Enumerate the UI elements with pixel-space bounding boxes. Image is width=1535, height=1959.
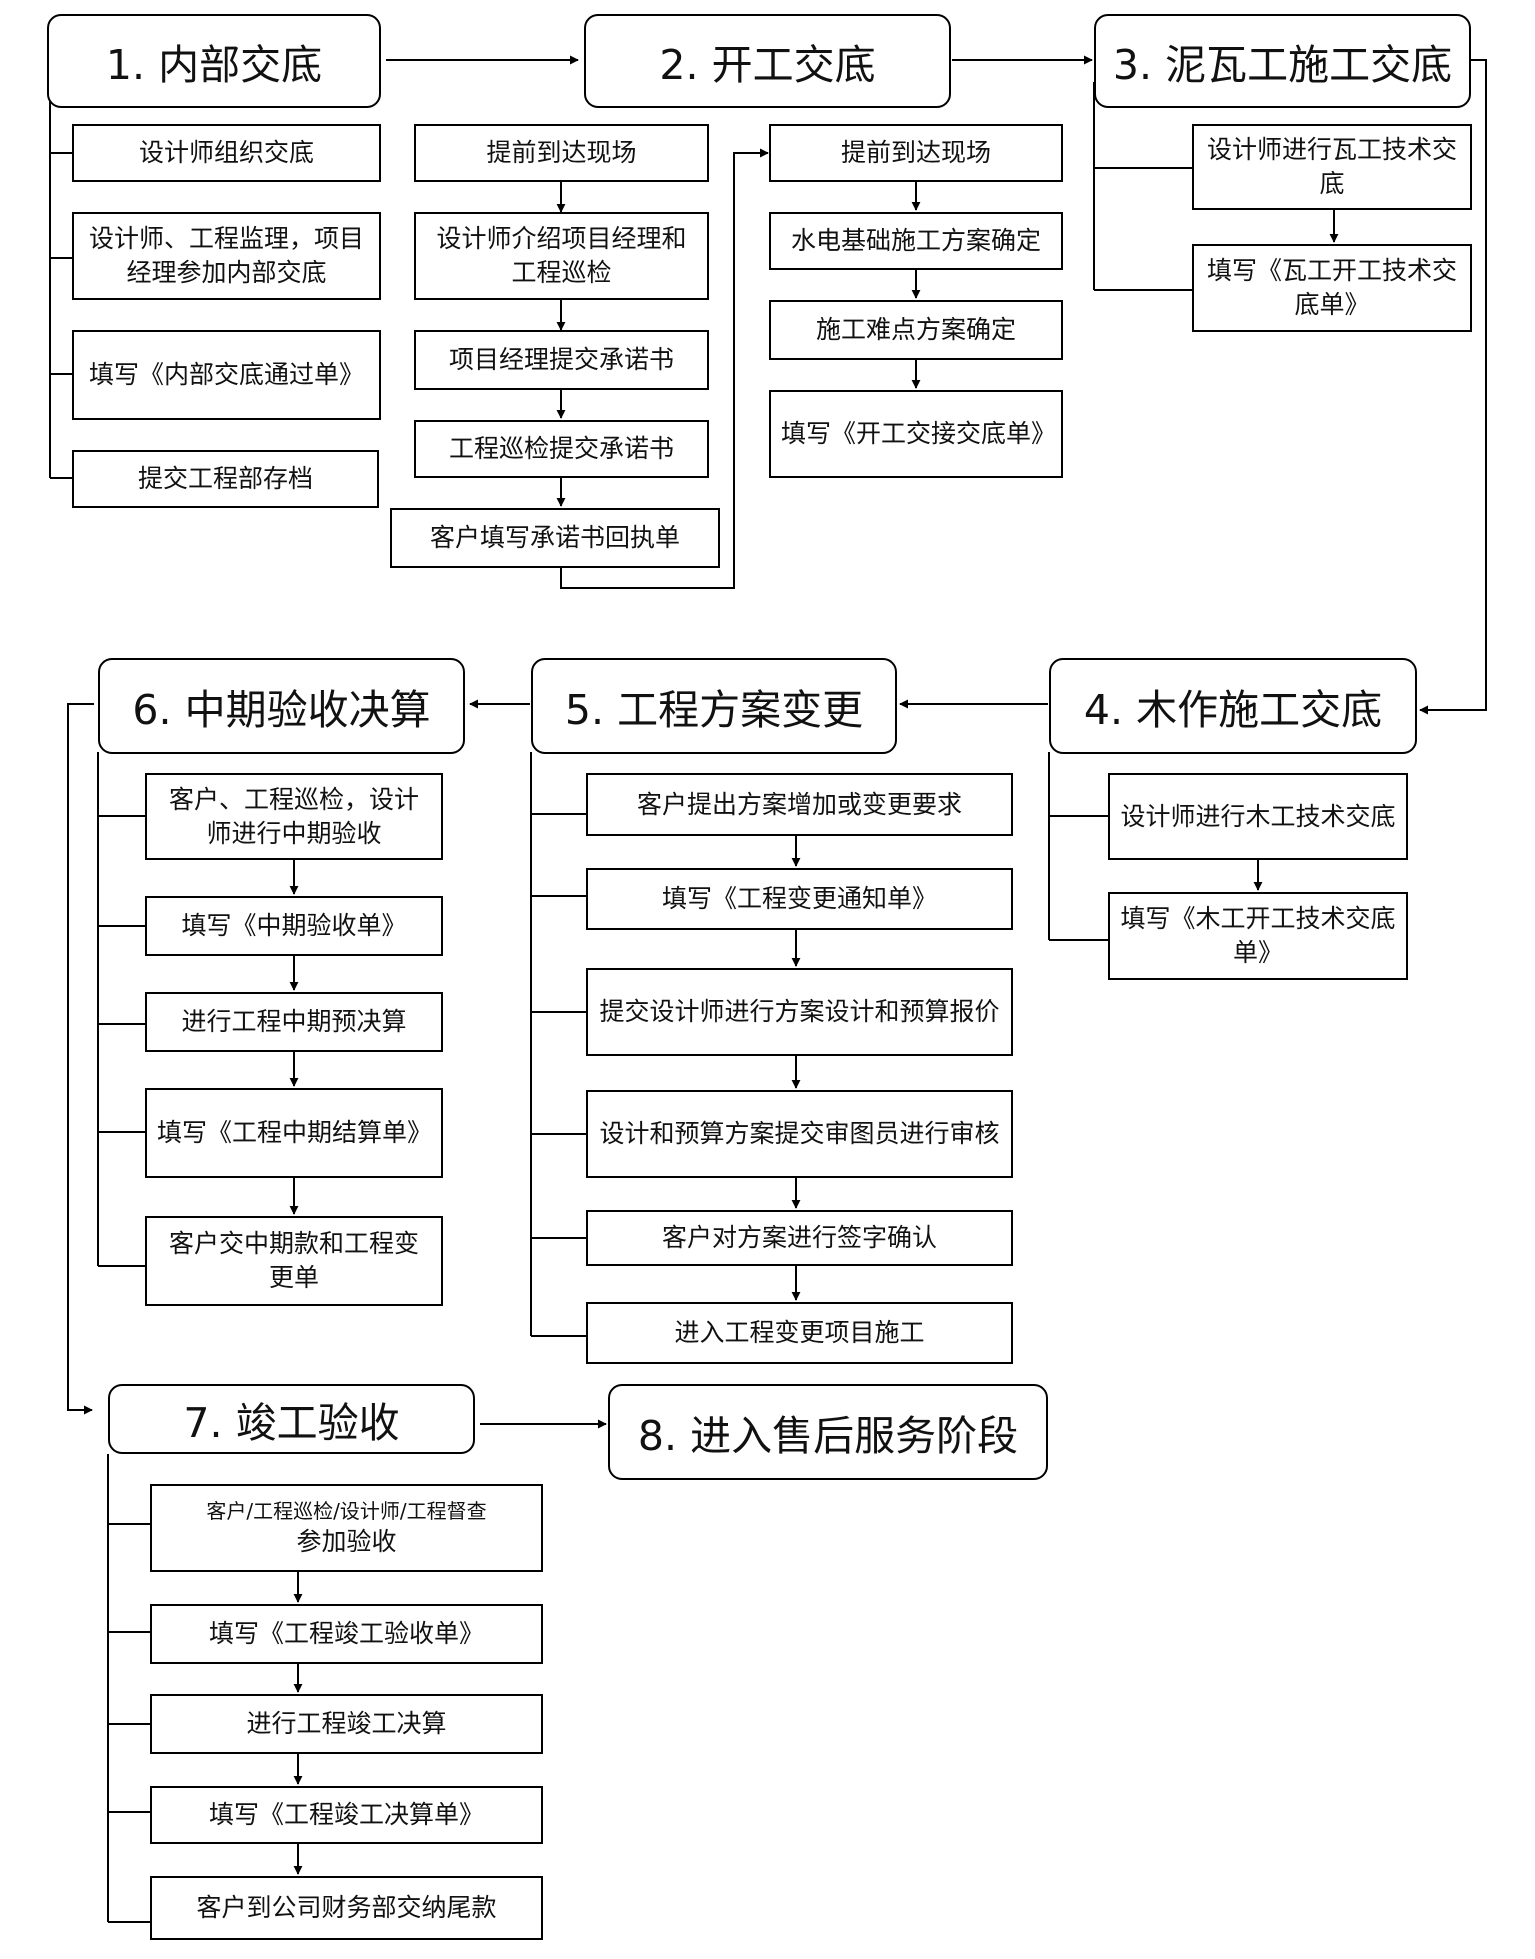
kickoff-b-step: 水电基础施工方案确定 <box>769 212 1063 270</box>
completion-step: 客户/工程巡检/设计师/工程督查 参加验收 <box>150 1484 543 1572</box>
change-step: 设计和预算方案提交审图员进行审核 <box>586 1090 1013 1178</box>
bracket-change <box>530 752 801 1337</box>
internal-step: 设计师组织交底 <box>72 124 381 182</box>
kickoff-a-step: 提前到达现场 <box>414 124 709 182</box>
change-step: 客户对方案进行签字确认 <box>586 1210 1013 1266</box>
kickoff-b-step: 施工难点方案确定 <box>769 300 1063 360</box>
completion-step: 填写《工程竣工验收单》 <box>150 1604 543 1664</box>
bracket-completion <box>107 1454 303 1923</box>
wood-step: 填写《木工开工技术交底单》 <box>1108 892 1408 980</box>
internal-step: 填写《内部交底通过单》 <box>72 330 381 420</box>
stage-2-kickoff-briefing: 2. 开工交底 <box>584 14 951 108</box>
completion-step: 客户到公司财务部交纳尾款 <box>150 1876 543 1940</box>
stage-7-completion-acceptance: 7. 竣工验收 <box>108 1384 475 1454</box>
stage-4-wood-briefing: 4. 木作施工交底 <box>1049 658 1417 754</box>
bracket-wood <box>1048 752 1263 941</box>
kickoff-a-step: 客户填写承诺书回执单 <box>390 508 720 568</box>
kickoff-b-step: 提前到达现场 <box>769 124 1063 182</box>
kickoff-a-step: 工程巡检提交承诺书 <box>414 420 709 478</box>
tile-step: 设计师进行瓦工技术交底 <box>1192 124 1472 210</box>
internal-step: 提交工程部存档 <box>72 450 379 508</box>
change-step: 提交设计师进行方案设计和预算报价 <box>586 968 1013 1056</box>
midterm-step: 填写《工程中期结算单》 <box>145 1088 443 1178</box>
bracket-midterm <box>97 752 299 1267</box>
completion-step-line2: 参加验收 <box>296 1527 397 1556</box>
arrow-s6-s7 <box>67 703 94 1415</box>
completion-step-line1: 客户/工程巡检/设计师/工程督查 <box>206 1499 487 1523</box>
kickoff-b-step: 填写《开工交接交底单》 <box>769 390 1063 478</box>
internal-step: 设计师、工程监理，项目经理参加内部交底 <box>72 212 381 300</box>
chain-kickoff-a <box>556 148 769 589</box>
change-step: 进入工程变更项目施工 <box>586 1302 1013 1364</box>
change-step: 填写《工程变更通知单》 <box>586 868 1013 930</box>
completion-step: 填写《工程竣工决算单》 <box>150 1786 543 1844</box>
wood-step: 设计师进行木工技术交底 <box>1108 773 1408 860</box>
change-step: 客户提出方案增加或变更要求 <box>586 773 1013 836</box>
bracket-tile <box>1093 82 1339 291</box>
kickoff-a-step: 设计师介绍项目经理和工程巡检 <box>414 212 709 300</box>
stage-3-tile-briefing: 3. 泥瓦工施工交底 <box>1094 14 1471 108</box>
tile-step: 填写《瓦工开工技术交底单》 <box>1192 244 1472 332</box>
kickoff-a-step: 项目经理提交承诺书 <box>414 330 709 390</box>
arrow-s3-s4 <box>1419 59 1487 715</box>
bracket-internal <box>49 100 72 479</box>
stage-6-midterm-acceptance: 6. 中期验收决算 <box>98 658 465 754</box>
stage-8-after-sales: 8. 进入售后服务阶段 <box>608 1384 1048 1480</box>
stage-1-internal-briefing: 1. 内部交底 <box>47 14 381 108</box>
midterm-step: 客户、工程巡检，设计师进行中期验收 <box>145 773 443 860</box>
stage-5-plan-change: 5. 工程方案变更 <box>531 658 897 754</box>
midterm-step: 填写《中期验收单》 <box>145 896 443 956</box>
midterm-step: 进行工程中期预决算 <box>145 992 443 1052</box>
completion-step: 进行工程竣工决算 <box>150 1694 543 1754</box>
midterm-step: 客户交中期款和工程变更单 <box>145 1216 443 1306</box>
